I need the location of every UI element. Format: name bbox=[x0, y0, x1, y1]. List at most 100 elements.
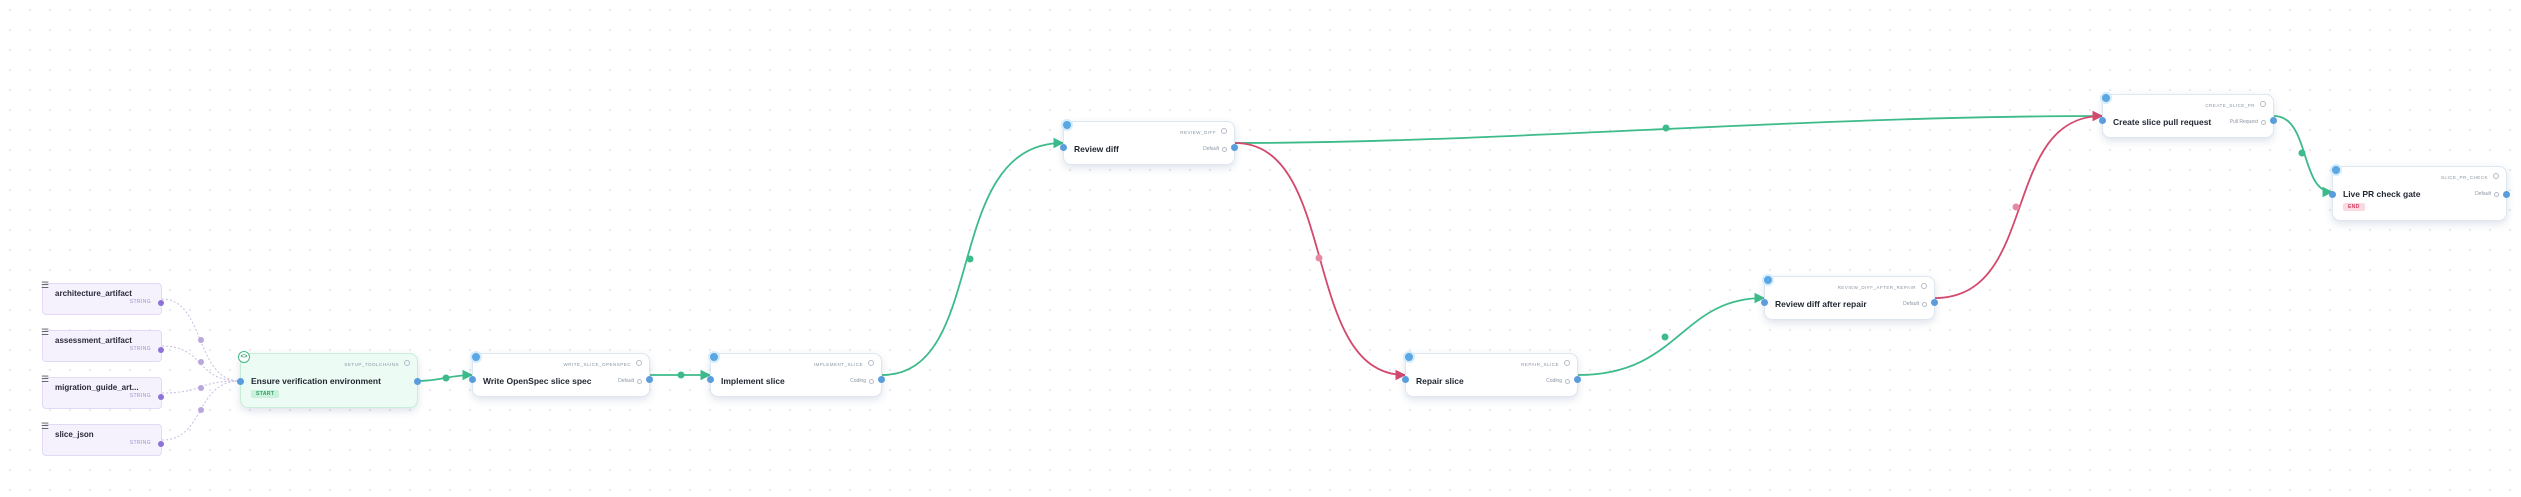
output-port[interactable] bbox=[158, 394, 164, 400]
input-port[interactable] bbox=[2329, 191, 2336, 198]
output-port[interactable] bbox=[2270, 117, 2277, 124]
node-review-diff[interactable]: REVIEW_DIFF Review diff Default bbox=[1060, 119, 1238, 165]
tag-info-icon[interactable] bbox=[869, 379, 874, 384]
input-label: migration_guide_art... bbox=[55, 383, 139, 392]
input-type: STRING bbox=[129, 346, 151, 352]
info-icon[interactable] bbox=[636, 360, 642, 366]
input-label: assessment_artifact bbox=[55, 336, 132, 345]
agent-icon bbox=[1061, 119, 1073, 131]
info-icon[interactable] bbox=[1221, 128, 1227, 134]
output-port[interactable] bbox=[878, 376, 885, 383]
node-title: Review diff bbox=[1074, 144, 1119, 154]
input-port[interactable] bbox=[1761, 299, 1768, 306]
output-port[interactable] bbox=[414, 378, 421, 385]
node-repair-slice[interactable]: REPAIR_SLICE Repair slice Coding bbox=[1402, 351, 1581, 397]
node-implement-slice[interactable]: IMPLEMENT_SLICE Implement slice Coding bbox=[707, 351, 885, 397]
node-slice-pr-check[interactable]: SLICE_PR_CHECK Live PR check gate Defaul… bbox=[2329, 164, 2510, 221]
edge-marker bbox=[1661, 333, 1669, 341]
list-icon: ☰ bbox=[41, 280, 50, 290]
node-id: SLICE_PR_CHECK bbox=[2440, 175, 2488, 180]
list-icon: ☰ bbox=[41, 421, 50, 431]
node-id: REPAIR_SLICE bbox=[1521, 362, 1559, 367]
node-review-diff-after-repair[interactable]: REVIEW_DIFF_AFTER_REPAIR Review diff aft… bbox=[1761, 274, 1938, 320]
node-id: REVIEW_DIFF bbox=[1180, 130, 1216, 135]
list-icon: ☰ bbox=[41, 327, 50, 337]
input-type: STRING bbox=[129, 299, 151, 305]
node-id: WRITE_SLICE_OPENSPEC bbox=[563, 362, 631, 367]
edge-marker bbox=[2298, 149, 2306, 157]
info-icon[interactable] bbox=[2260, 101, 2266, 107]
input-port[interactable] bbox=[2099, 117, 2106, 124]
agent-icon bbox=[470, 351, 482, 363]
agent-icon bbox=[2100, 92, 2112, 104]
tag-info-icon[interactable] bbox=[1565, 379, 1570, 384]
node-title: Implement slice bbox=[721, 376, 785, 386]
input-port[interactable] bbox=[469, 376, 476, 383]
output-port[interactable] bbox=[1931, 299, 1938, 306]
output-port[interactable] bbox=[158, 300, 164, 306]
node-tag: Default bbox=[1903, 301, 1919, 307]
info-icon[interactable] bbox=[404, 360, 410, 366]
input-node-migration-guide[interactable]: ☰ migration_guide_art... STRING bbox=[41, 374, 164, 409]
edge-review-to-create-pr bbox=[1234, 110, 2104, 144]
node-title: Write OpenSpec slice spec bbox=[483, 376, 592, 386]
node-tag: Pull Request bbox=[2229, 119, 2258, 125]
edge-marker bbox=[1315, 254, 1323, 262]
agent-icon bbox=[1762, 274, 1774, 286]
info-icon[interactable] bbox=[1921, 283, 1927, 289]
output-port[interactable] bbox=[158, 347, 164, 353]
edge-review-after-to-create-pr bbox=[1934, 110, 2104, 299]
edge-marker bbox=[1662, 124, 1670, 132]
input-label: slice_json bbox=[55, 430, 94, 439]
edge-repair-to-review-after bbox=[1577, 292, 1766, 376]
input-node-assessment-artifact[interactable]: ☰ assessment_artifact STRING bbox=[41, 327, 164, 362]
input-edges bbox=[161, 298, 241, 441]
input-type: STRING bbox=[129, 440, 151, 446]
input-label: architecture_artifact bbox=[55, 289, 132, 298]
edge-input-assessment bbox=[161, 345, 241, 382]
node-title: Live PR check gate bbox=[2343, 189, 2421, 199]
edge-input-slice bbox=[161, 380, 241, 441]
input-node-slice-json[interactable]: ☰ slice_json STRING bbox=[41, 421, 164, 456]
node-tag: Coding bbox=[1546, 378, 1562, 384]
node-tag: Coding bbox=[850, 378, 866, 384]
input-port[interactable] bbox=[707, 376, 714, 383]
tag-info-icon[interactable] bbox=[1922, 302, 1927, 307]
info-icon[interactable] bbox=[2493, 173, 2499, 179]
output-port[interactable] bbox=[646, 376, 653, 383]
node-tag: Default bbox=[1203, 146, 1219, 152]
node-create-slice-pr[interactable]: CREATE_SLICE_PR Create slice pull reques… bbox=[2099, 92, 2277, 138]
start-badge: START bbox=[251, 390, 280, 398]
agent-icon bbox=[1403, 351, 1415, 363]
input-port[interactable] bbox=[237, 378, 244, 385]
edge-dot bbox=[198, 359, 204, 365]
node-tag: Default bbox=[618, 378, 634, 384]
node-id: SETUP_TOOLCHAINS bbox=[344, 362, 399, 367]
info-icon[interactable] bbox=[1564, 360, 1570, 366]
tag-info-icon[interactable] bbox=[2261, 120, 2266, 125]
input-port[interactable] bbox=[1060, 144, 1067, 151]
input-type: STRING bbox=[129, 393, 151, 399]
output-port[interactable] bbox=[1231, 144, 1238, 151]
input-port[interactable] bbox=[1402, 376, 1409, 383]
end-badge: END bbox=[2343, 203, 2365, 211]
edge-marker bbox=[442, 374, 450, 382]
node-tag: Default bbox=[2475, 191, 2491, 197]
tag-info-icon[interactable] bbox=[637, 379, 642, 384]
code-icon: <> bbox=[238, 351, 250, 363]
node-id: REVIEW_DIFF_AFTER_REPAIR bbox=[1837, 285, 1916, 290]
output-port[interactable] bbox=[1574, 376, 1581, 383]
agent-icon bbox=[2330, 164, 2342, 176]
node-title: Repair slice bbox=[1416, 376, 1464, 386]
tag-info-icon[interactable] bbox=[1222, 147, 1227, 152]
node-write-slice-openspec[interactable]: WRITE_SLICE_OPENSPEC Write OpenSpec slic… bbox=[469, 351, 653, 397]
input-node-architecture-artifact[interactable]: ☰ architecture_artifact STRING bbox=[41, 280, 164, 315]
node-title: Review diff after repair bbox=[1775, 299, 1867, 309]
output-port[interactable] bbox=[158, 441, 164, 447]
output-port[interactable] bbox=[2503, 191, 2510, 198]
info-icon[interactable] bbox=[868, 360, 874, 366]
node-setup-toolchains[interactable]: <> SETUP_TOOLCHAINS Ensure verification … bbox=[237, 351, 421, 408]
tag-info-icon[interactable] bbox=[2494, 192, 2499, 197]
list-icon: ☰ bbox=[41, 374, 50, 384]
